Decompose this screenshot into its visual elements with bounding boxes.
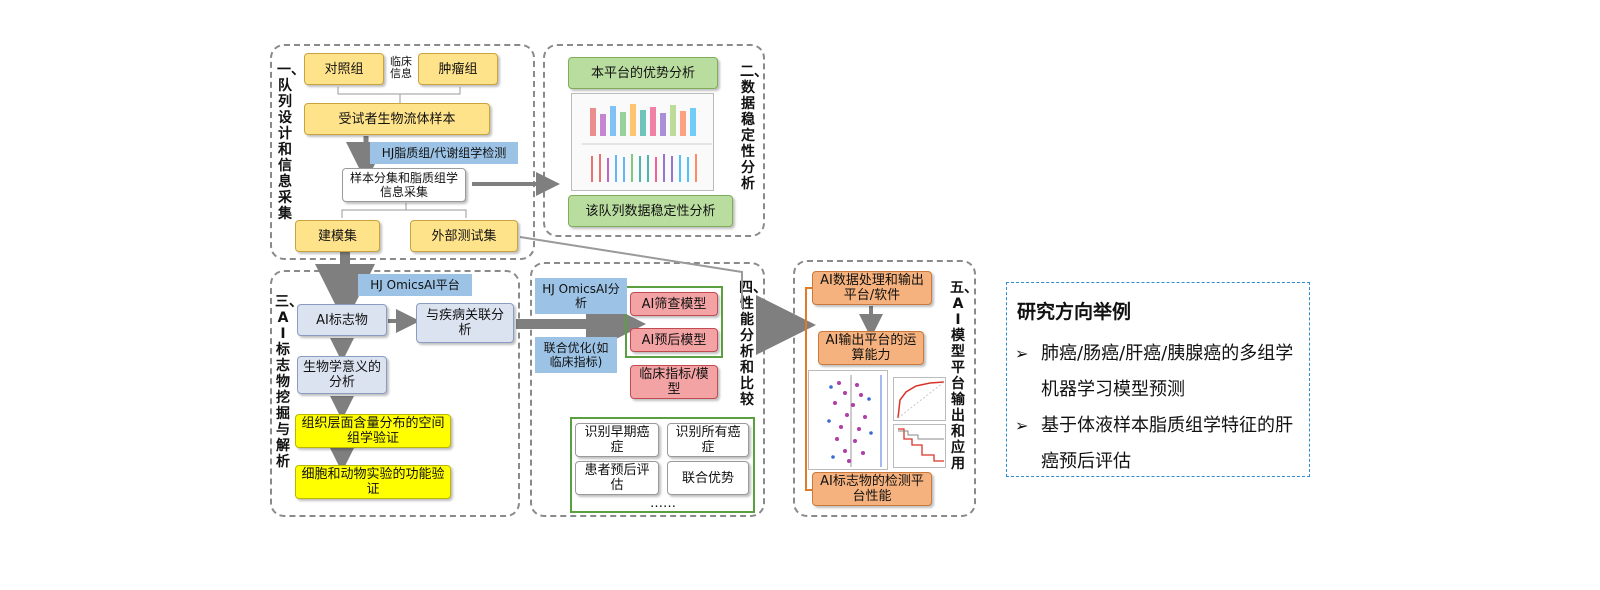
- section-5-title: 五、AI模型平台输出和应用: [950, 280, 978, 472]
- survival-curve-graphic: [898, 428, 944, 462]
- ai-data-processing-box: AI数据处理和输出平台/软件: [812, 271, 932, 305]
- section-1-title: 一、队列设计和信息采集: [277, 62, 305, 222]
- subject-samples-box: 受试者生物流体样本: [304, 103, 490, 135]
- stability-chart-image: [571, 93, 714, 191]
- ellipsis-label: ……: [650, 496, 676, 511]
- clinical-info-label: 临床信息: [390, 55, 412, 80]
- roc-curve-graphic: [897, 381, 945, 419]
- research-examples-title: 研究方向举例: [1017, 301, 1132, 323]
- tumor-group-box: 肿瘤组: [418, 53, 498, 85]
- ai-prognosis-model-box: AI预后模型: [630, 328, 718, 352]
- model-set-box: 建模集: [295, 220, 380, 252]
- cohort-stability-box: 该队列数据稳定性分析: [568, 195, 733, 227]
- disease-association-box: 与疾病关联分析: [416, 303, 514, 343]
- bullet-arrow-icon: ➢: [1015, 344, 1029, 363]
- identify-early-cancer-box: 识别早期癌症: [575, 423, 659, 457]
- section-cohort-design: [270, 44, 535, 260]
- tissue-validation-box: 组织层面含量分布的空间组学验证: [295, 414, 451, 448]
- cell-animal-validation-box: 细胞和动物实验的功能验证: [295, 465, 451, 499]
- combined-advantage-box: 联合优势: [667, 461, 749, 495]
- research-example-item: ➢ 基于体液样本脂质组学特征的肝癌预后评估: [1015, 408, 1301, 480]
- roc-curve-image: [893, 377, 946, 421]
- external-test-box: 外部测试集: [410, 220, 518, 252]
- research-example-text: 肺癌/肠癌/肝癌/胰腺癌的多组学机器学习模型预测: [1041, 343, 1294, 400]
- patient-prognosis-box: 患者预后评估: [575, 461, 659, 495]
- section-ai-platform-output: [793, 260, 976, 517]
- biological-meaning-box: 生物学意义的分析: [297, 356, 387, 394]
- hj-omicsai-analysis-label: HJ OmicsAI分析: [535, 278, 627, 314]
- identify-all-cancer-box: 识别所有癌症: [667, 423, 749, 457]
- bullet-arrow-icon: ➢: [1015, 416, 1029, 435]
- ai-detection-performance-box: AI标志物的检测平台性能: [812, 472, 932, 506]
- platform-advantage-box: 本平台的优势分析: [568, 57, 718, 89]
- section-data-stability: [543, 44, 765, 237]
- sample-grouping-box: 样本分集和脂质组学信息采集: [342, 168, 466, 202]
- section-3-title: 三、AI标志物挖掘与解析: [275, 294, 303, 470]
- hj-detection-label: HJ脂质组/代谢组学检测: [370, 142, 518, 164]
- joint-optimization-label: 联合优化(如临床指标): [535, 337, 617, 373]
- ai-marker-box: AI标志物: [297, 304, 387, 336]
- stability-chart-graphic: [572, 94, 713, 190]
- ai-compute-capability-box: AI输出平台的运算能力: [818, 331, 924, 365]
- clinical-indicator-model-box: 临床指标/模型: [630, 365, 718, 399]
- research-example-item: ➢ 肺癌/肠癌/肝癌/胰腺癌的多组学机器学习模型预测: [1015, 336, 1301, 408]
- marker-chart-graphic: [827, 375, 882, 467]
- research-examples-panel: 研究方向举例 ➢ 肺癌/肠癌/肝癌/胰腺癌的多组学机器学习模型预测 ➢ 基于体液…: [1006, 282, 1310, 477]
- section-ai-marker-mining: [270, 270, 520, 517]
- research-example-text: 基于体液样本脂质组学特征的肝癌预后评估: [1041, 415, 1293, 472]
- ai-screening-model-box: AI筛查模型: [630, 292, 718, 316]
- survival-curve-image: [893, 424, 946, 468]
- control-group-box: 对照组: [304, 53, 384, 85]
- marker-chart-image: [808, 370, 888, 470]
- hj-omicsai-platform-label: HJ OmicsAI平台: [358, 274, 472, 296]
- section-performance-analysis: [530, 262, 765, 517]
